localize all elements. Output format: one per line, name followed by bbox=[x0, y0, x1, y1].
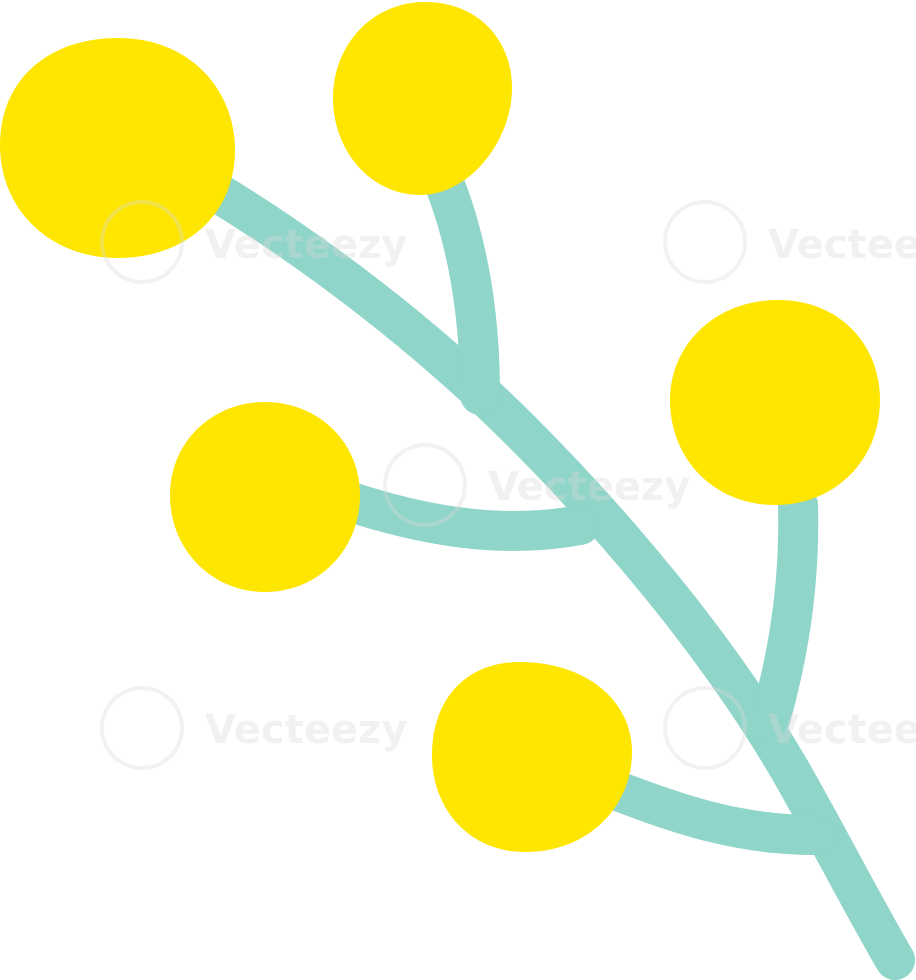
stem-to-right-berry bbox=[750, 485, 819, 740]
berry-right bbox=[670, 300, 880, 505]
watermark-text-5: Vecteezy bbox=[768, 707, 916, 753]
watermark-text-4: Vecteezy bbox=[205, 707, 407, 753]
berry-middle-left bbox=[170, 402, 360, 592]
watermark-logo-5 bbox=[663, 686, 747, 770]
stem-to-middle-left-berry bbox=[325, 480, 600, 551]
watermark-logo-1 bbox=[100, 200, 184, 284]
branch-stems bbox=[185, 165, 915, 980]
watermark-text-3: Vecteezy bbox=[488, 464, 690, 510]
stem-to-bottom-berry bbox=[595, 770, 835, 855]
watermark-overlay: Vecteezy Vecteezy Vecteezy Vecteezy Vect… bbox=[100, 200, 916, 770]
watermark-logo-3 bbox=[383, 443, 467, 527]
berry-bottom bbox=[432, 662, 632, 852]
watermark-logo-2 bbox=[663, 200, 747, 284]
watermark-text-1: Vecteezy bbox=[205, 222, 407, 268]
watermark-text-2: Vecteezy bbox=[768, 222, 916, 268]
berries bbox=[0, 2, 880, 852]
berry-top-left bbox=[0, 38, 235, 258]
watermark-logo-4 bbox=[100, 686, 184, 770]
stem-to-top-berry bbox=[425, 165, 500, 415]
berry-top bbox=[333, 2, 512, 195]
